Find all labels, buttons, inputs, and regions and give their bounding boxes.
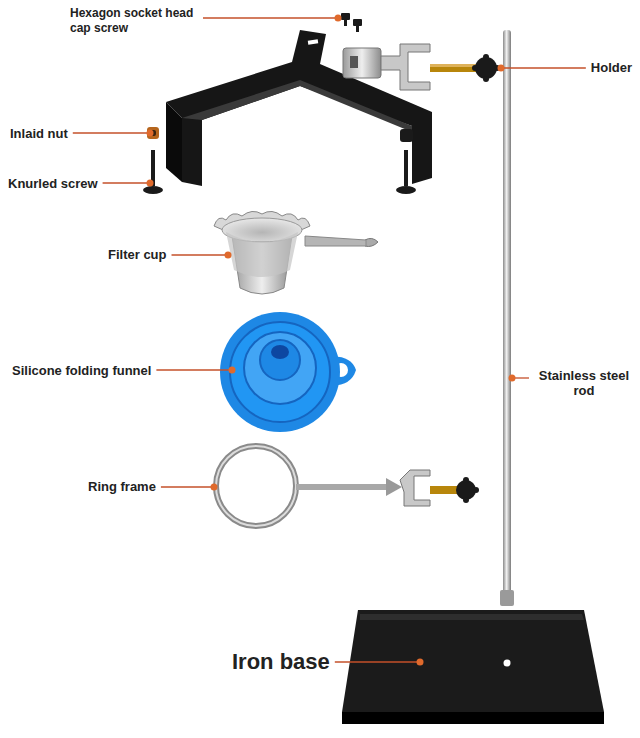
part-label: Filter cup xyxy=(108,247,167,262)
leader-line xyxy=(172,254,228,255)
leader-line xyxy=(335,661,420,662)
part-label: Stainless steel rod xyxy=(534,368,634,398)
leader-dot xyxy=(417,659,424,666)
cap-screws xyxy=(341,13,362,32)
ring-frame xyxy=(216,446,479,526)
leader-line xyxy=(161,486,214,487)
silicone-funnel xyxy=(220,312,356,432)
leader-dot xyxy=(335,15,342,22)
part-label: Knurled screw xyxy=(8,176,98,191)
black-bracket xyxy=(166,30,432,186)
nuts-and-screws xyxy=(143,127,416,194)
filter-cup xyxy=(214,211,378,294)
part-label: Iron base xyxy=(232,649,330,675)
leader-dot xyxy=(225,252,232,259)
leader-line xyxy=(103,182,150,183)
leader-line xyxy=(203,17,338,18)
leader-line xyxy=(156,369,232,370)
leader-dot xyxy=(498,65,505,72)
rod-foot xyxy=(500,590,514,606)
leader-dot xyxy=(147,180,154,187)
leader-dot xyxy=(229,367,236,374)
part-label: Ring frame xyxy=(88,479,156,494)
part-label: Inlaid nut xyxy=(10,126,68,141)
leader-dot xyxy=(211,484,218,491)
part-label: Silicone folding funnel xyxy=(12,363,151,378)
part-label: Holder xyxy=(591,60,632,75)
steel-rod xyxy=(503,30,511,602)
part-label: Hexagon socket head cap screw xyxy=(70,6,198,36)
leader-line xyxy=(73,132,150,133)
leader-dot xyxy=(147,130,154,137)
leader-line xyxy=(501,67,586,68)
iron-base xyxy=(342,610,604,724)
leader-dot xyxy=(509,375,516,382)
holder-clamp xyxy=(343,44,500,90)
